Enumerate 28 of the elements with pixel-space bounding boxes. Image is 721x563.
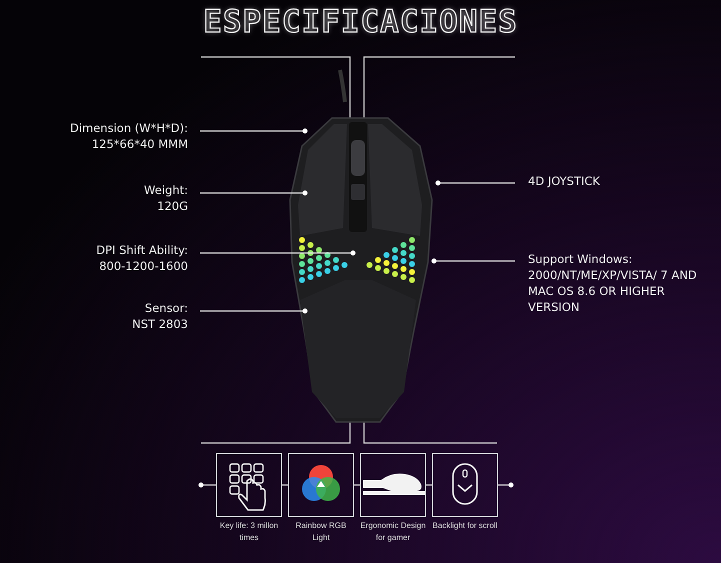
spec-text: 2000/NT/ME/XP/VISTA/ 7 AND MAC OS 8.6 OR HIGHER VERSION [528,267,698,315]
feature-caption: Key life: 3 millon times [218,520,280,544]
connector-line [354,484,360,486]
spec-text: 125*66*40 MMM [90,136,188,152]
feature-caption: Ergonomic Design for gamer [359,520,427,544]
spec-text: 800-1200-1600 [98,258,188,274]
connector-line [436,180,515,186]
connector-line [282,484,288,486]
spec-text: NST 2803 [131,316,188,332]
spec-text: DPI Shift Ability: [95,242,188,258]
feature-caption: Rainbow RGB Light [294,520,348,544]
connector-line [426,484,432,486]
spec-text: Support Windows: [528,251,634,267]
spec-text: Weight: [143,182,188,198]
feature-caption: Backlight for scroll [432,520,498,532]
leader-line [498,482,514,488]
spec-text: Dimension (W*H*D): [68,120,188,136]
connector-line [200,128,308,134]
connector-line [200,308,308,314]
spec-text: 120G [156,198,188,214]
spec-text: Sensor: [144,300,188,316]
connector-line [432,258,515,264]
leader-line [198,482,216,488]
heading: ESPECIFICACIONES [202,4,519,40]
connector-line [200,250,356,256]
spec-text: 4D JOYSTICK [528,173,601,189]
gaming-mouse-drawing [289,70,433,423]
connector-line [200,190,308,196]
